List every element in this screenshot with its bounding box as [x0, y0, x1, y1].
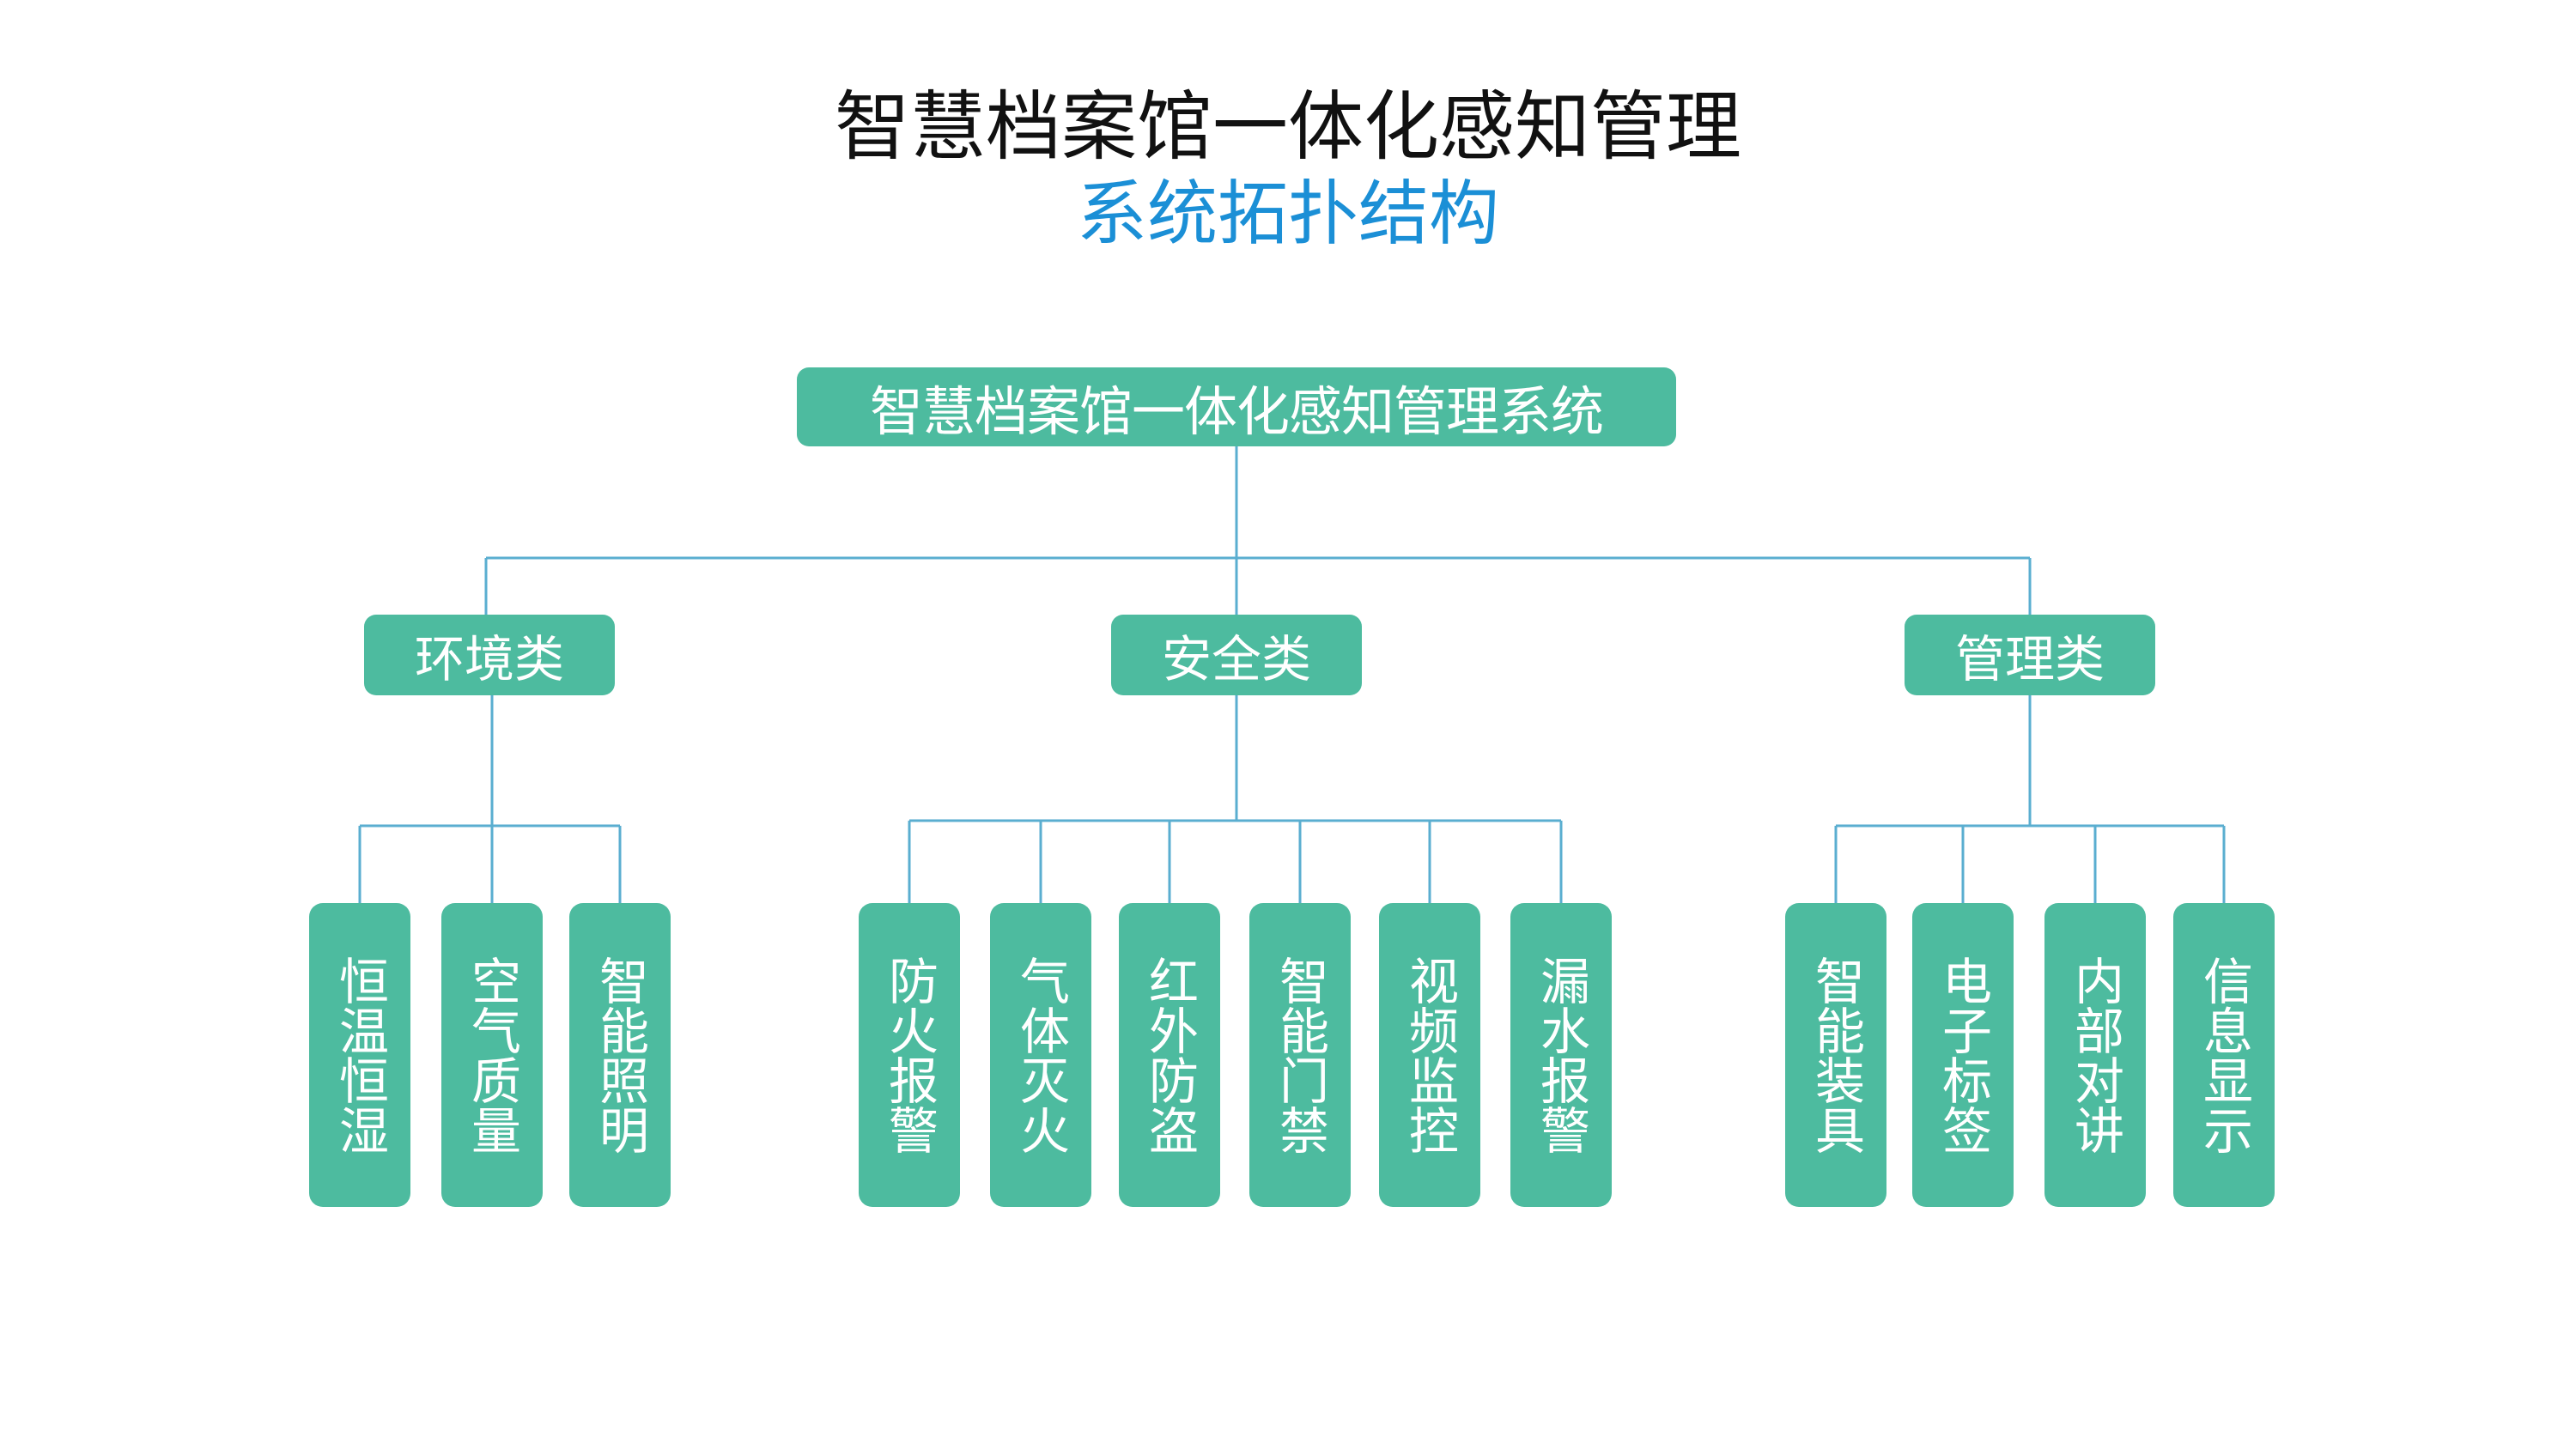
leaf-node: 漏水报警 [1510, 903, 1612, 1207]
leaf-node: 视频监控 [1379, 903, 1480, 1207]
category-node-safety: 安全类 [1111, 615, 1362, 695]
leaf-node: 空气质量 [441, 903, 543, 1207]
leaf-node: 智能门禁 [1249, 903, 1351, 1207]
leaf-node: 防火报警 [859, 903, 960, 1207]
leaf-node: 信息显示 [2173, 903, 2275, 1207]
category-node-environment: 环境类 [364, 615, 615, 695]
leaf-node: 智能装具 [1785, 903, 1886, 1207]
page-subtitle: 系统拓扑结构 [1076, 173, 1499, 255]
leaf-node: 恒温恒湿 [309, 903, 410, 1207]
root-node: 智慧档案馆一体化感知管理系统 [797, 367, 1676, 446]
leaf-node: 智能照明 [569, 903, 671, 1207]
leaf-node: 红外防盗 [1119, 903, 1220, 1207]
category-node-management: 管理类 [1905, 615, 2155, 695]
leaf-node: 气体灭火 [990, 903, 1091, 1207]
page-title: 智慧档案馆一体化感知管理 [834, 82, 1741, 171]
leaf-node: 电子标签 [1912, 903, 2014, 1207]
leaf-node: 内部对讲 [2044, 903, 2146, 1207]
